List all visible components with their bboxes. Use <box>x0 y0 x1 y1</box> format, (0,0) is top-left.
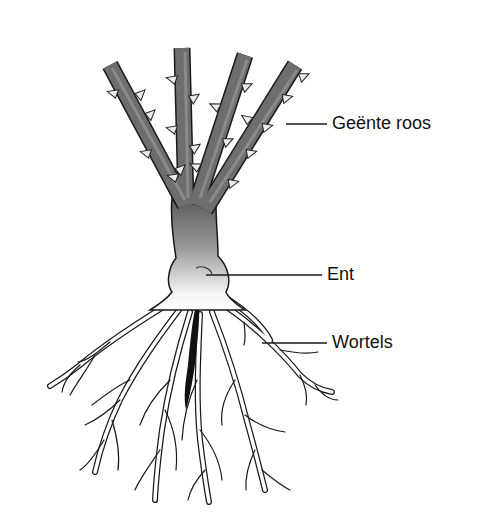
thorn <box>246 148 257 159</box>
thorn <box>188 159 201 172</box>
stem-outline <box>110 48 295 210</box>
thorn <box>298 70 310 82</box>
leader-line <box>262 342 327 343</box>
roots <box>50 298 338 502</box>
thorn <box>228 178 239 189</box>
root-crack <box>185 300 200 410</box>
root-outline <box>50 298 332 502</box>
thorn <box>166 170 178 182</box>
part-label: Wortels <box>332 332 393 354</box>
thorn <box>262 122 273 133</box>
trunk <box>150 198 245 310</box>
rootlets <box>62 322 338 500</box>
leader-line <box>206 274 322 275</box>
thorn <box>106 86 118 98</box>
thorn <box>165 122 177 134</box>
stem-highlight <box>112 52 297 202</box>
thorn <box>139 146 151 158</box>
part-label: Geënte roos <box>332 113 431 135</box>
thorn <box>222 135 234 147</box>
leader-lines <box>206 124 327 343</box>
graft-mark <box>196 267 212 274</box>
thorn <box>239 111 252 124</box>
root-fill <box>50 298 332 502</box>
part-label: Ent <box>327 264 354 286</box>
thorns <box>106 70 311 188</box>
thorn <box>241 80 253 92</box>
thorn <box>175 162 188 175</box>
thorn <box>165 72 177 84</box>
stems <box>110 48 297 210</box>
thorn <box>208 99 221 112</box>
leader-line <box>286 123 327 124</box>
thorn <box>282 93 293 104</box>
thorn <box>189 91 202 104</box>
thorn <box>145 107 158 120</box>
thorn <box>190 141 203 154</box>
stem-fill <box>110 48 295 210</box>
thorn <box>135 87 148 100</box>
